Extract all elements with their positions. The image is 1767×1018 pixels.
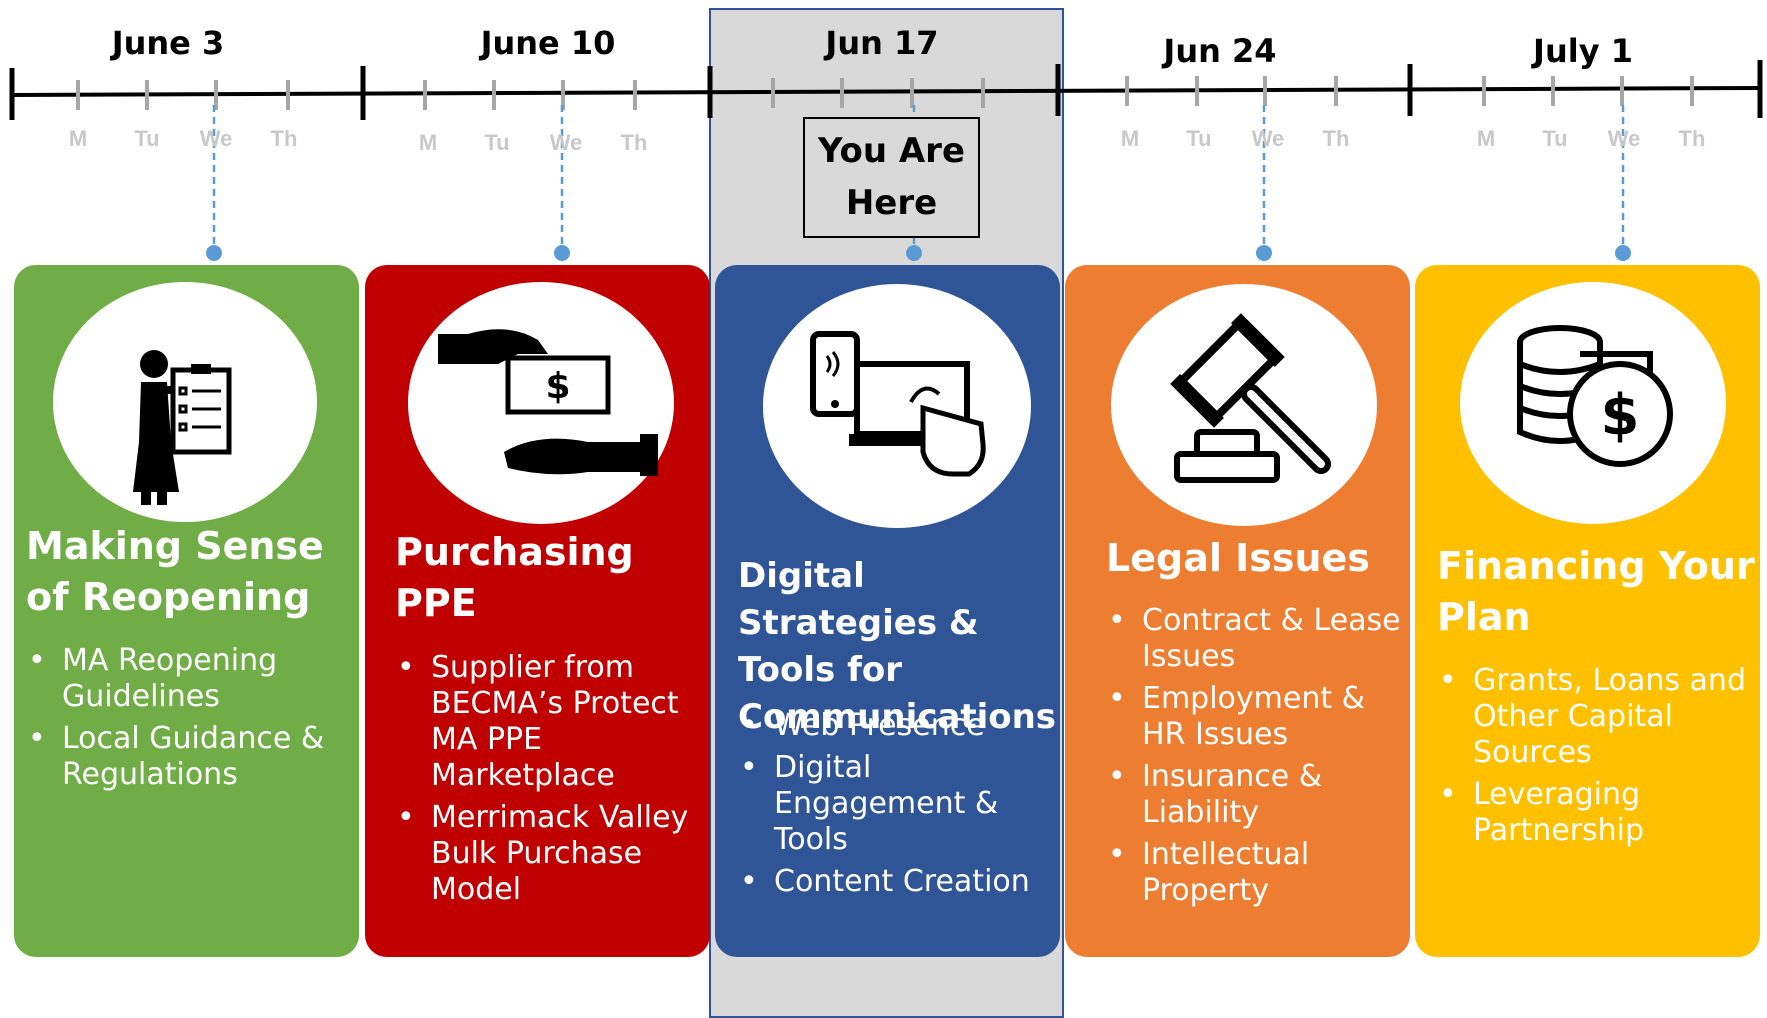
list-item: Digital Engagement & Tools: [738, 750, 1058, 858]
card-list: Web Presence Digital Engagement & Tools …: [738, 708, 1058, 906]
timeline-axis: [9, 86, 1761, 97]
week-label: Jun 24: [1163, 32, 1277, 70]
card-digital-strategies: Digital Strategies & Tools for Communica…: [715, 265, 1060, 957]
coins-dollar-icon: $: [1517, 325, 1673, 467]
connector-dot: [1256, 245, 1272, 261]
day-label: Tu: [134, 126, 160, 151]
card-making-sense-of-reopening: Making Sense of Reopening MA Reopening G…: [14, 265, 359, 957]
card-title: Legal Issues: [1106, 536, 1370, 580]
day-label: We: [199, 126, 233, 151]
week-label: June 10: [480, 24, 616, 62]
list-item: MA Reopening Guidelines: [26, 643, 351, 715]
connector-dot: [206, 245, 222, 261]
day-label: M: [68, 126, 88, 151]
list-item: Employment & HR Issues: [1106, 681, 1406, 753]
day-label: Th: [1322, 126, 1350, 151]
list-item: Grants, Loans and Other Capital Sources: [1437, 663, 1759, 771]
list-item: Merrimack Valley Bulk Purchase Model: [395, 800, 705, 908]
svg-text:$: $: [545, 366, 570, 407]
card-title: Financing Your Plan: [1437, 544, 1755, 639]
you-are-here-marker: You Are Here: [803, 117, 980, 238]
connector-dot: [906, 245, 922, 261]
devices-touch-icon: [810, 331, 986, 477]
week-label: July 1: [1533, 32, 1633, 70]
card-list: MA Reopening Guidelines Local Guidance &…: [26, 643, 351, 799]
icon-circle: [1111, 284, 1377, 526]
list-item: Content Creation: [738, 864, 1058, 900]
day-label: Tu: [1542, 126, 1568, 151]
presenter-clipboard-icon: [133, 350, 232, 505]
icon-circle: $: [408, 282, 674, 524]
card-title: Purchasing PPE: [395, 530, 634, 625]
gavel-icon: [1170, 313, 1331, 483]
day-label: Tu: [1186, 126, 1212, 151]
day-label: We: [549, 130, 583, 155]
connector-dot: [554, 245, 570, 261]
week-label: June 3: [111, 24, 225, 62]
icon-circle: [53, 282, 317, 522]
card-list: Grants, Loans and Other Capital Sources …: [1437, 663, 1759, 855]
list-item: Contract & Lease Issues: [1106, 603, 1406, 675]
week-label: Jun 17: [825, 24, 939, 62]
icon-circle: [763, 284, 1031, 528]
list-item: Supplier from BECMA’s Protect MA PPE Mar…: [395, 650, 705, 794]
list-item: Insurance & Liability: [1106, 759, 1406, 831]
card-title: Making Sense of Reopening: [26, 524, 324, 619]
icon-circle: $: [1460, 282, 1726, 524]
svg-text:$: $: [1601, 383, 1640, 448]
card-financing-your-plan: $ Financing Your Plan Grants, Loans and …: [1415, 265, 1760, 957]
day-label: Tu: [484, 130, 510, 155]
day-ticks: [76, 76, 1694, 110]
day-label: We: [1251, 126, 1285, 151]
day-label: M: [418, 130, 438, 155]
card-purchasing-ppe: $ Purchasing PPE Supplier from BECMA’s P…: [365, 265, 710, 957]
list-item: Leveraging Partnership: [1437, 777, 1759, 849]
card-list: Supplier from BECMA’s Protect MA PPE Mar…: [395, 650, 705, 914]
day-label: We: [1607, 126, 1641, 151]
day-label: Th: [1678, 126, 1706, 151]
card-list: Contract & Lease Issues Employment & HR …: [1106, 603, 1406, 915]
list-item: Local Guidance & Regulations: [26, 721, 351, 793]
day-label: M: [1476, 126, 1496, 151]
money-exchange-icon: $: [438, 329, 658, 476]
list-item: Web Presence: [738, 708, 1058, 744]
day-label: Th: [620, 130, 648, 155]
card-legal-issues: Legal Issues Contract & Lease Issues Emp…: [1065, 265, 1410, 957]
list-item: Intellectual Property: [1106, 837, 1406, 909]
connector-dot: [1615, 245, 1631, 261]
day-label: M: [1120, 126, 1140, 151]
day-label: Th: [270, 126, 298, 151]
